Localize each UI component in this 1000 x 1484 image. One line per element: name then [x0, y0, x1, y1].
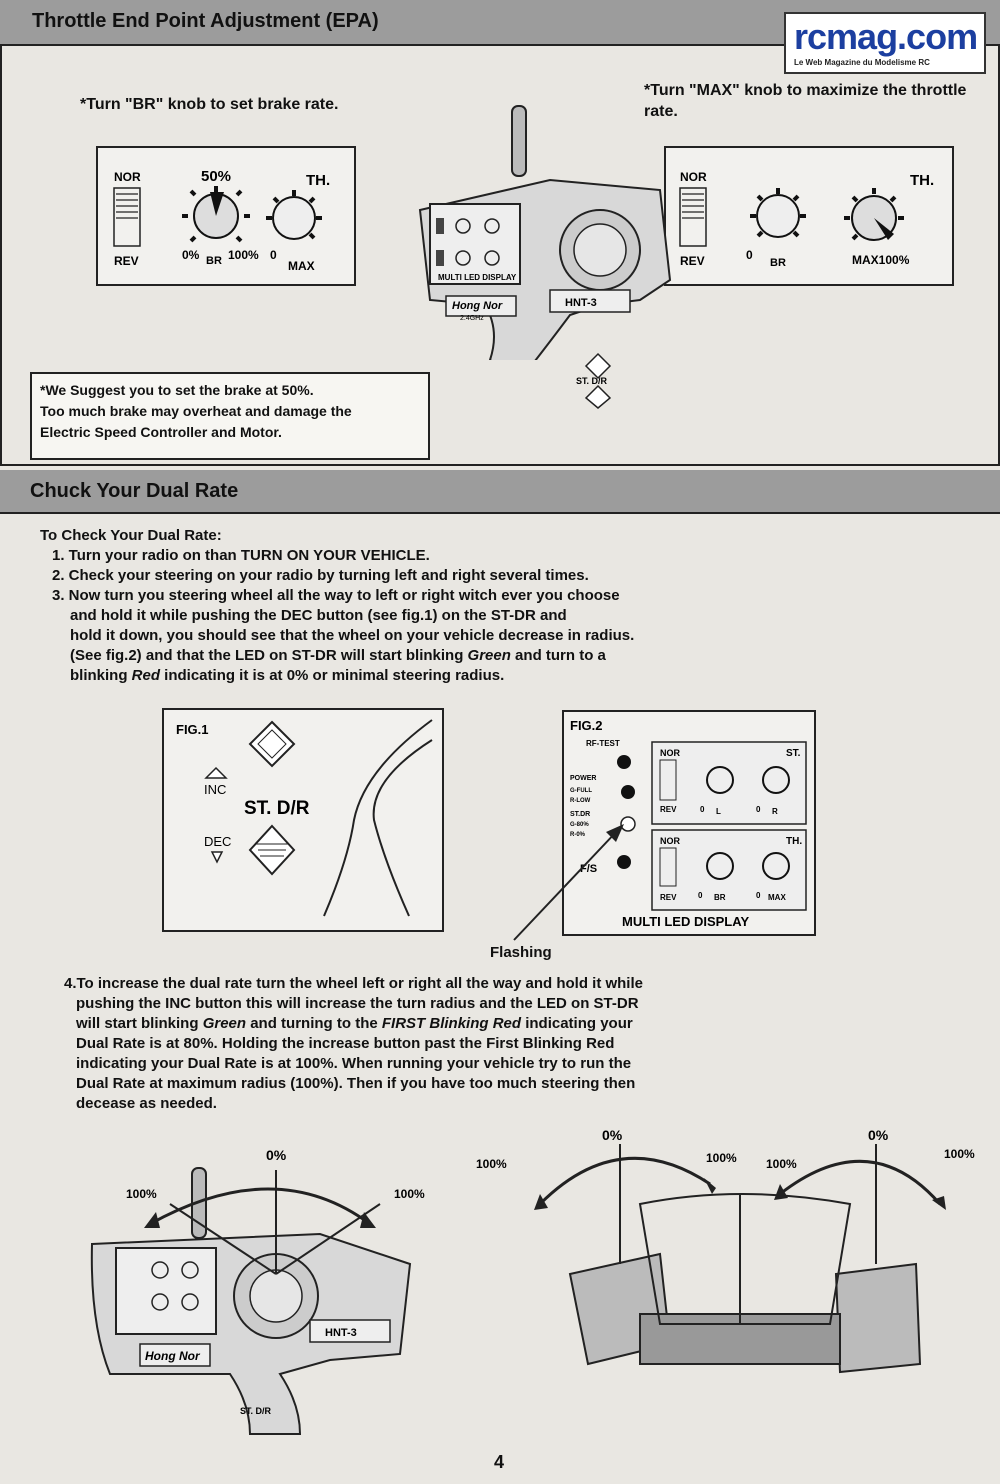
- svg-text:ST.DR: ST.DR: [570, 811, 590, 818]
- zero-label: 0: [270, 248, 277, 262]
- step-3-line-1: 3. Now turn you steering wheel all the w…: [52, 587, 620, 604]
- svg-text:0%: 0%: [602, 1127, 623, 1143]
- svg-text:MULTI LED DISPLAY: MULTI LED DISPLAY: [438, 273, 517, 282]
- svg-text:POWER: POWER: [570, 775, 596, 782]
- epa-throttle-panel: NOR REV 0 BR TH. MAX100%: [664, 146, 954, 286]
- note-br-knob: *Turn "BR" knob to set brake rate.: [80, 96, 339, 113]
- svg-text:R-LOW: R-LOW: [570, 798, 591, 804]
- svg-text:Hong Nor: Hong Nor: [452, 300, 503, 312]
- svg-text:L: L: [716, 807, 721, 816]
- step-3-line-5: blinking Red indicating it is at 0% or m…: [70, 667, 505, 684]
- svg-text:ST.: ST.: [786, 748, 801, 759]
- svg-text:0%: 0%: [868, 1127, 889, 1143]
- svg-text:RF-TEST: RF-TEST: [586, 739, 620, 748]
- fig2-graphic: FIG.2 RF-TEST POWER G-FULL R-LOW ST.DR G…: [570, 718, 807, 929]
- pct0-label: 0%: [182, 248, 200, 262]
- svg-text:HNT-3: HNT-3: [565, 297, 597, 309]
- pct50-label: 50%: [201, 168, 231, 185]
- transmitter-illustration: MULTI LED DISPLAY Hong Nor 2.4GHz HNT-3: [418, 105, 672, 360]
- svg-text:FIG.1: FIG.1: [176, 722, 209, 737]
- svg-text:ST. D/R: ST. D/R: [240, 1406, 272, 1416]
- vehicle-front-view: [568, 1193, 922, 1374]
- brake-panel-graphic: NOR REV 50% 0% BR 100% 0 TH. MAX: [113, 168, 330, 273]
- svg-text:DEC: DEC: [204, 834, 231, 849]
- svg-text:R-0%: R-0%: [570, 832, 586, 838]
- note-max-knob: *Turn "MAX" knob to maximize the throttl…: [644, 82, 967, 120]
- fig1-box: FIG.1 INC ST. D/R DEC: [162, 708, 444, 932]
- step-1: 1. Turn your radio on than TURN ON YOUR …: [52, 547, 430, 564]
- suggest-line-2: Too much brake may overheat and damage t…: [40, 403, 352, 419]
- svg-text:MAX100%: MAX100%: [852, 253, 910, 267]
- svg-text:FIG.2: FIG.2: [570, 718, 603, 733]
- svg-text:BR: BR: [770, 257, 786, 269]
- svg-text:INC: INC: [204, 782, 226, 797]
- logo-text: rcmag.com: [794, 16, 978, 57]
- svg-text:REV: REV: [680, 254, 705, 268]
- svg-text:NOR: NOR: [660, 836, 681, 846]
- svg-text:100%: 100%: [706, 1151, 737, 1165]
- svg-text:ST. D/R: ST. D/R: [244, 798, 310, 819]
- svg-text:REV: REV: [660, 805, 677, 814]
- svg-text:HNT-3: HNT-3: [325, 1327, 357, 1339]
- step-3-line-4: (See fig.2) and that the LED on ST-DR wi…: [70, 647, 606, 664]
- svg-text:NOR: NOR: [680, 170, 707, 184]
- svg-text:2.4GHz: 2.4GHz: [460, 315, 484, 322]
- svg-text:TH.: TH.: [786, 836, 802, 847]
- suggest-line-1: *We Suggest you to set the brake at 50%.: [40, 382, 314, 398]
- svg-text:MAX: MAX: [768, 893, 786, 902]
- throttle-panel-graphic: NOR REV 0 BR TH. MAX100%: [679, 170, 934, 269]
- svg-text:100%: 100%: [126, 1187, 157, 1201]
- svg-text:TH.: TH.: [910, 172, 934, 189]
- suggest-line-3: Electric Speed Controller and Motor.: [40, 424, 282, 440]
- step-4-text: 4.To increase the dual rate turn the whe…: [64, 975, 643, 1112]
- section-title-epa: Throttle End Point Adjustment (EPA): [32, 10, 379, 32]
- flashing-label: Flashing: [490, 944, 552, 961]
- svg-text:100%: 100%: [394, 1187, 425, 1201]
- step-3-line-2: and hold it while pushing the DEC button…: [70, 607, 567, 624]
- svg-text:NOR: NOR: [660, 748, 681, 758]
- rev-label: REV: [114, 254, 139, 268]
- dual-rate-instructions: To Check Your Dual Rate: 1. Turn your ra…: [40, 526, 940, 686]
- svg-text:0: 0: [756, 891, 761, 900]
- br-label: BR: [206, 255, 222, 267]
- transmitter-bottom: Hong Nor HNT-3 ST. D/R: [90, 1167, 412, 1435]
- svg-text:0: 0: [746, 248, 753, 262]
- svg-text:100%: 100%: [766, 1157, 797, 1171]
- steering-range-illustration: Hong Nor HNT-3 ST. D/R 0% 100% 100% 0% 1…: [90, 1127, 975, 1435]
- fig1-graphic: FIG.1 INC ST. D/R DEC: [176, 719, 433, 917]
- max-label: MAX: [288, 259, 315, 273]
- svg-text:100%: 100%: [944, 1147, 975, 1161]
- svg-text:0: 0: [756, 805, 761, 814]
- fig2-box: FIG.2 RF-TEST POWER G-FULL R-LOW ST.DR G…: [562, 710, 816, 936]
- svg-text:0: 0: [700, 805, 705, 814]
- svg-text:G-80%: G-80%: [570, 822, 589, 828]
- logo-tagline: Le Web Magazine du Modelisme RC: [794, 58, 930, 67]
- svg-text:R: R: [772, 807, 778, 816]
- section-title-dual-rate: Chuck Your Dual Rate: [30, 480, 239, 502]
- section-header-dual-rate: [0, 470, 1000, 514]
- stdr-buttons-small: ST. D/R: [576, 352, 612, 409]
- step-3-line-3: hold it down, you should see that the wh…: [70, 627, 635, 644]
- svg-text:MULTI LED DISPLAY: MULTI LED DISPLAY: [622, 914, 749, 929]
- svg-text:Hong Nor: Hong Nor: [145, 1349, 201, 1363]
- intro-text: To Check Your Dual Rate:: [40, 527, 222, 544]
- flashing-arrow: [513, 824, 624, 941]
- svg-text:ST. D/R: ST. D/R: [576, 376, 608, 386]
- page-number: 4: [494, 1452, 505, 1472]
- svg-text:0%: 0%: [266, 1147, 287, 1163]
- svg-text:BR: BR: [714, 893, 726, 902]
- svg-text:G-FULL: G-FULL: [570, 788, 592, 794]
- svg-text:REV: REV: [660, 893, 677, 902]
- nor-label: NOR: [114, 170, 141, 184]
- brake-suggestion-box: *We Suggest you to set the brake at 50%.…: [30, 372, 430, 460]
- pct100-label: 100%: [228, 248, 259, 262]
- svg-text:100%: 100%: [476, 1157, 507, 1171]
- svg-text:0: 0: [698, 891, 703, 900]
- epa-brake-panel: NOR REV 50% 0% BR 100% 0 TH. MAX: [96, 146, 356, 286]
- th-label: TH.: [306, 172, 330, 189]
- rcmag-logo: rcmag.com Le Web Magazine du Modelisme R…: [784, 12, 986, 74]
- section-frame-epa: [0, 44, 1000, 466]
- step-2: 2. Check your steering on your radio by …: [52, 567, 589, 584]
